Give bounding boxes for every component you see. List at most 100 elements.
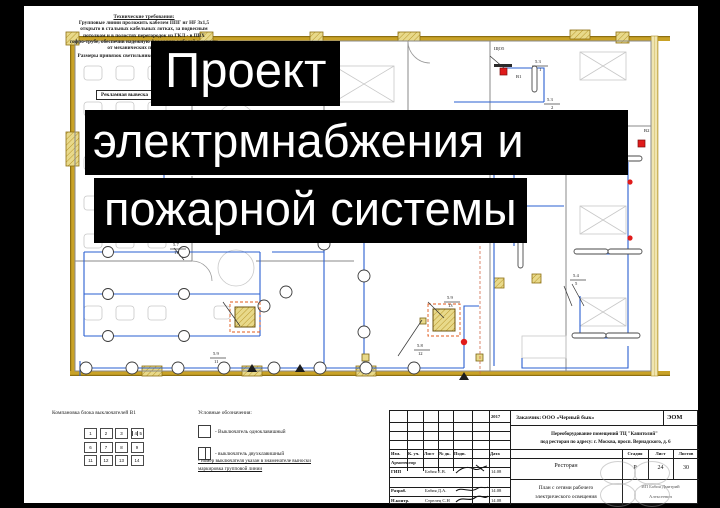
symbols-legend: Условные обозначения: - Выключатель одно… — [198, 410, 398, 460]
plan-label-5-9b-den: 13 — [448, 303, 453, 308]
overlay-caption-line-3: пожарной системы — [94, 178, 527, 243]
switch-cell[interactable]: 2 — [99, 428, 113, 439]
stamp-object-line-1: Переоборудование помещений ТЦ "Капитолий… — [551, 432, 658, 437]
plan-label-5-3b-num: 5.3 — [547, 97, 553, 102]
technical-requirements-note: Технические требования: Групповые линии … — [46, 14, 242, 59]
stamp-role-date: 14.08 — [491, 469, 502, 474]
switch-cell[interactable]: 6 — [84, 441, 97, 453]
stamp-divider — [407, 411, 408, 471]
switch-cell[interactable]: 11 — [84, 455, 97, 466]
stamp-rule — [390, 431, 510, 432]
tech-note-line-5: от механических повреждений. — [107, 45, 181, 52]
stamp-rev-header: Дата — [490, 450, 500, 456]
frame-right — [698, 0, 720, 508]
stamp-year: 2017 — [491, 414, 501, 419]
switch-row: 6 7 8 9 — [84, 441, 144, 453]
stamp-mark-code: ЭОМ — [667, 414, 683, 421]
stamp-rule — [510, 449, 699, 450]
stamp-rev-header: № дк. — [439, 450, 451, 456]
plan-label-5-7-num: 5.7 — [173, 242, 179, 247]
switch-cell[interactable]: 14 — [130, 455, 144, 466]
stamp-role: Разраб. — [391, 488, 407, 493]
tech-note-line-1: Групповые линии проложить кабелем ППГ нг… — [78, 20, 210, 27]
stamp-sheet-title-line-2: электрического освещения — [535, 494, 597, 500]
stamp-role-date: 14.08 — [491, 497, 502, 503]
stamp-role: Н.контр. — [391, 497, 410, 503]
plan-label-5-9a-den: 11 — [214, 359, 219, 364]
stamp-divider — [453, 411, 454, 471]
stamp-rule — [390, 477, 510, 478]
plan-label-5-9a-num: 5.9 — [213, 351, 219, 356]
switch-cell[interactable]: 9 — [130, 441, 144, 453]
stamp-stage-header: Стадия — [627, 450, 643, 456]
stamp-sheet-title-line-1: План с сетями рабочего — [538, 485, 594, 491]
stamp-role-name: Бабия Д.А. — [425, 488, 447, 493]
signature-gip — [455, 464, 488, 474]
stamp-role-name: Бабия Е.В. — [425, 469, 446, 474]
symbol-row-single-switch: - Выключатель одноклавишный — [198, 425, 398, 438]
tech-note-line-4: гофро-трубе, обеспечив надежную фиксацию… — [69, 38, 219, 45]
switch-cell[interactable]: 12 — [99, 455, 113, 466]
plan-label-5-3-num: 5.3 — [535, 59, 541, 64]
stamp-rule — [622, 458, 699, 459]
switch-cell[interactable]: 3 — [115, 428, 128, 439]
symbol-label: - выключатель двухклавишный — [215, 450, 285, 457]
stamp-rule — [510, 425, 699, 426]
stamp-rev-header: Изм. — [391, 450, 401, 456]
plan-label-5-4-den: 5 — [575, 281, 578, 286]
watermark-oval — [600, 483, 636, 507]
stamp-rule — [390, 487, 510, 488]
watermark-oval — [600, 461, 636, 485]
stamp-building-name: Ресторан — [554, 463, 578, 469]
legend-block: Компановка блока выключателей В1 1 2 3 4… — [52, 410, 382, 472]
overlay-caption-line-2: электрмнабжения и — [85, 110, 628, 175]
title-block: 2017 ЭОМ Изм. К. уч. Лист № дк. Подп. Да… — [389, 410, 699, 507]
stamp-rule — [390, 458, 699, 459]
plan-label-5-3b-den: 2 — [551, 105, 554, 110]
stamp-rule — [390, 467, 510, 468]
stamp-role-date: 14.08 — [491, 488, 502, 493]
overlay-caption-line-1: Проект — [151, 41, 341, 106]
plan-label-5-3-den: 1 — [539, 67, 542, 72]
switch-cell-label: 5 — [137, 431, 142, 436]
plan-label-5-9b-num: 5.9 — [447, 295, 453, 300]
stamp-divider — [423, 411, 424, 471]
switch-block-title: Компановка блока выключателей В1 — [52, 410, 136, 416]
plan-label-5-7-den: 11 — [174, 250, 179, 255]
stamp-rule — [390, 440, 510, 441]
double-switch-icon — [198, 447, 211, 460]
stamp-role: Архитектор — [391, 459, 416, 465]
stamp-divider — [673, 449, 674, 479]
switch-cell[interactable]: 7 — [99, 441, 113, 453]
plan-label-b1: В1 — [516, 74, 522, 79]
plan-label-shchO5: ЩО5 — [494, 46, 505, 51]
switch-cell[interactable]: 1 — [84, 428, 97, 439]
symbol-label: - Выключатель одноклавишный — [215, 428, 286, 435]
legend-note-line-1: - номер выключателя указан в знаменателе… — [198, 458, 311, 464]
plan-label-5-8-den: 12 — [418, 351, 423, 356]
switch-cell[interactable]: 8 — [115, 441, 128, 453]
stamp-stage-header: Лист — [655, 450, 666, 456]
switch-cell[interactable]: 13 — [115, 455, 128, 466]
stamp-divider — [663, 411, 664, 425]
stamp-rev-header: Подп. — [454, 450, 466, 456]
stamp-divider — [438, 411, 439, 471]
symbol-row-double-switch: - выключатель двухклавишный — [198, 447, 398, 460]
stamp-client-label: Заказчик: — [516, 414, 542, 421]
watermark-oval — [634, 461, 670, 485]
legend-note: - номер выключателя указан в знаменателе… — [198, 458, 388, 473]
stamp-object-line-2: под ресторан по адресу: г. Москва, просп… — [540, 440, 671, 445]
stamp-client-name: ООО «Черный бык» — [542, 414, 595, 421]
stamp-stage-value: 30 — [683, 465, 689, 471]
drawing-sheet: ЩО5 В1 В2 5.3 1 5.3 2 5.1 5.2 5.7 11 5.9… — [24, 6, 699, 507]
plan-label-b2: В2 — [644, 128, 650, 133]
frame-top — [0, 0, 720, 6]
stamp-rule — [390, 422, 510, 423]
tech-note-last-line: Размеры привязок светильников смотри диз… — [77, 53, 211, 60]
stamp-rev-header: Лист — [424, 450, 435, 456]
tech-note-title: Технические требования: — [113, 14, 175, 20]
stamp-rule — [390, 449, 510, 450]
switch-cell-label: 4 — [132, 431, 137, 436]
